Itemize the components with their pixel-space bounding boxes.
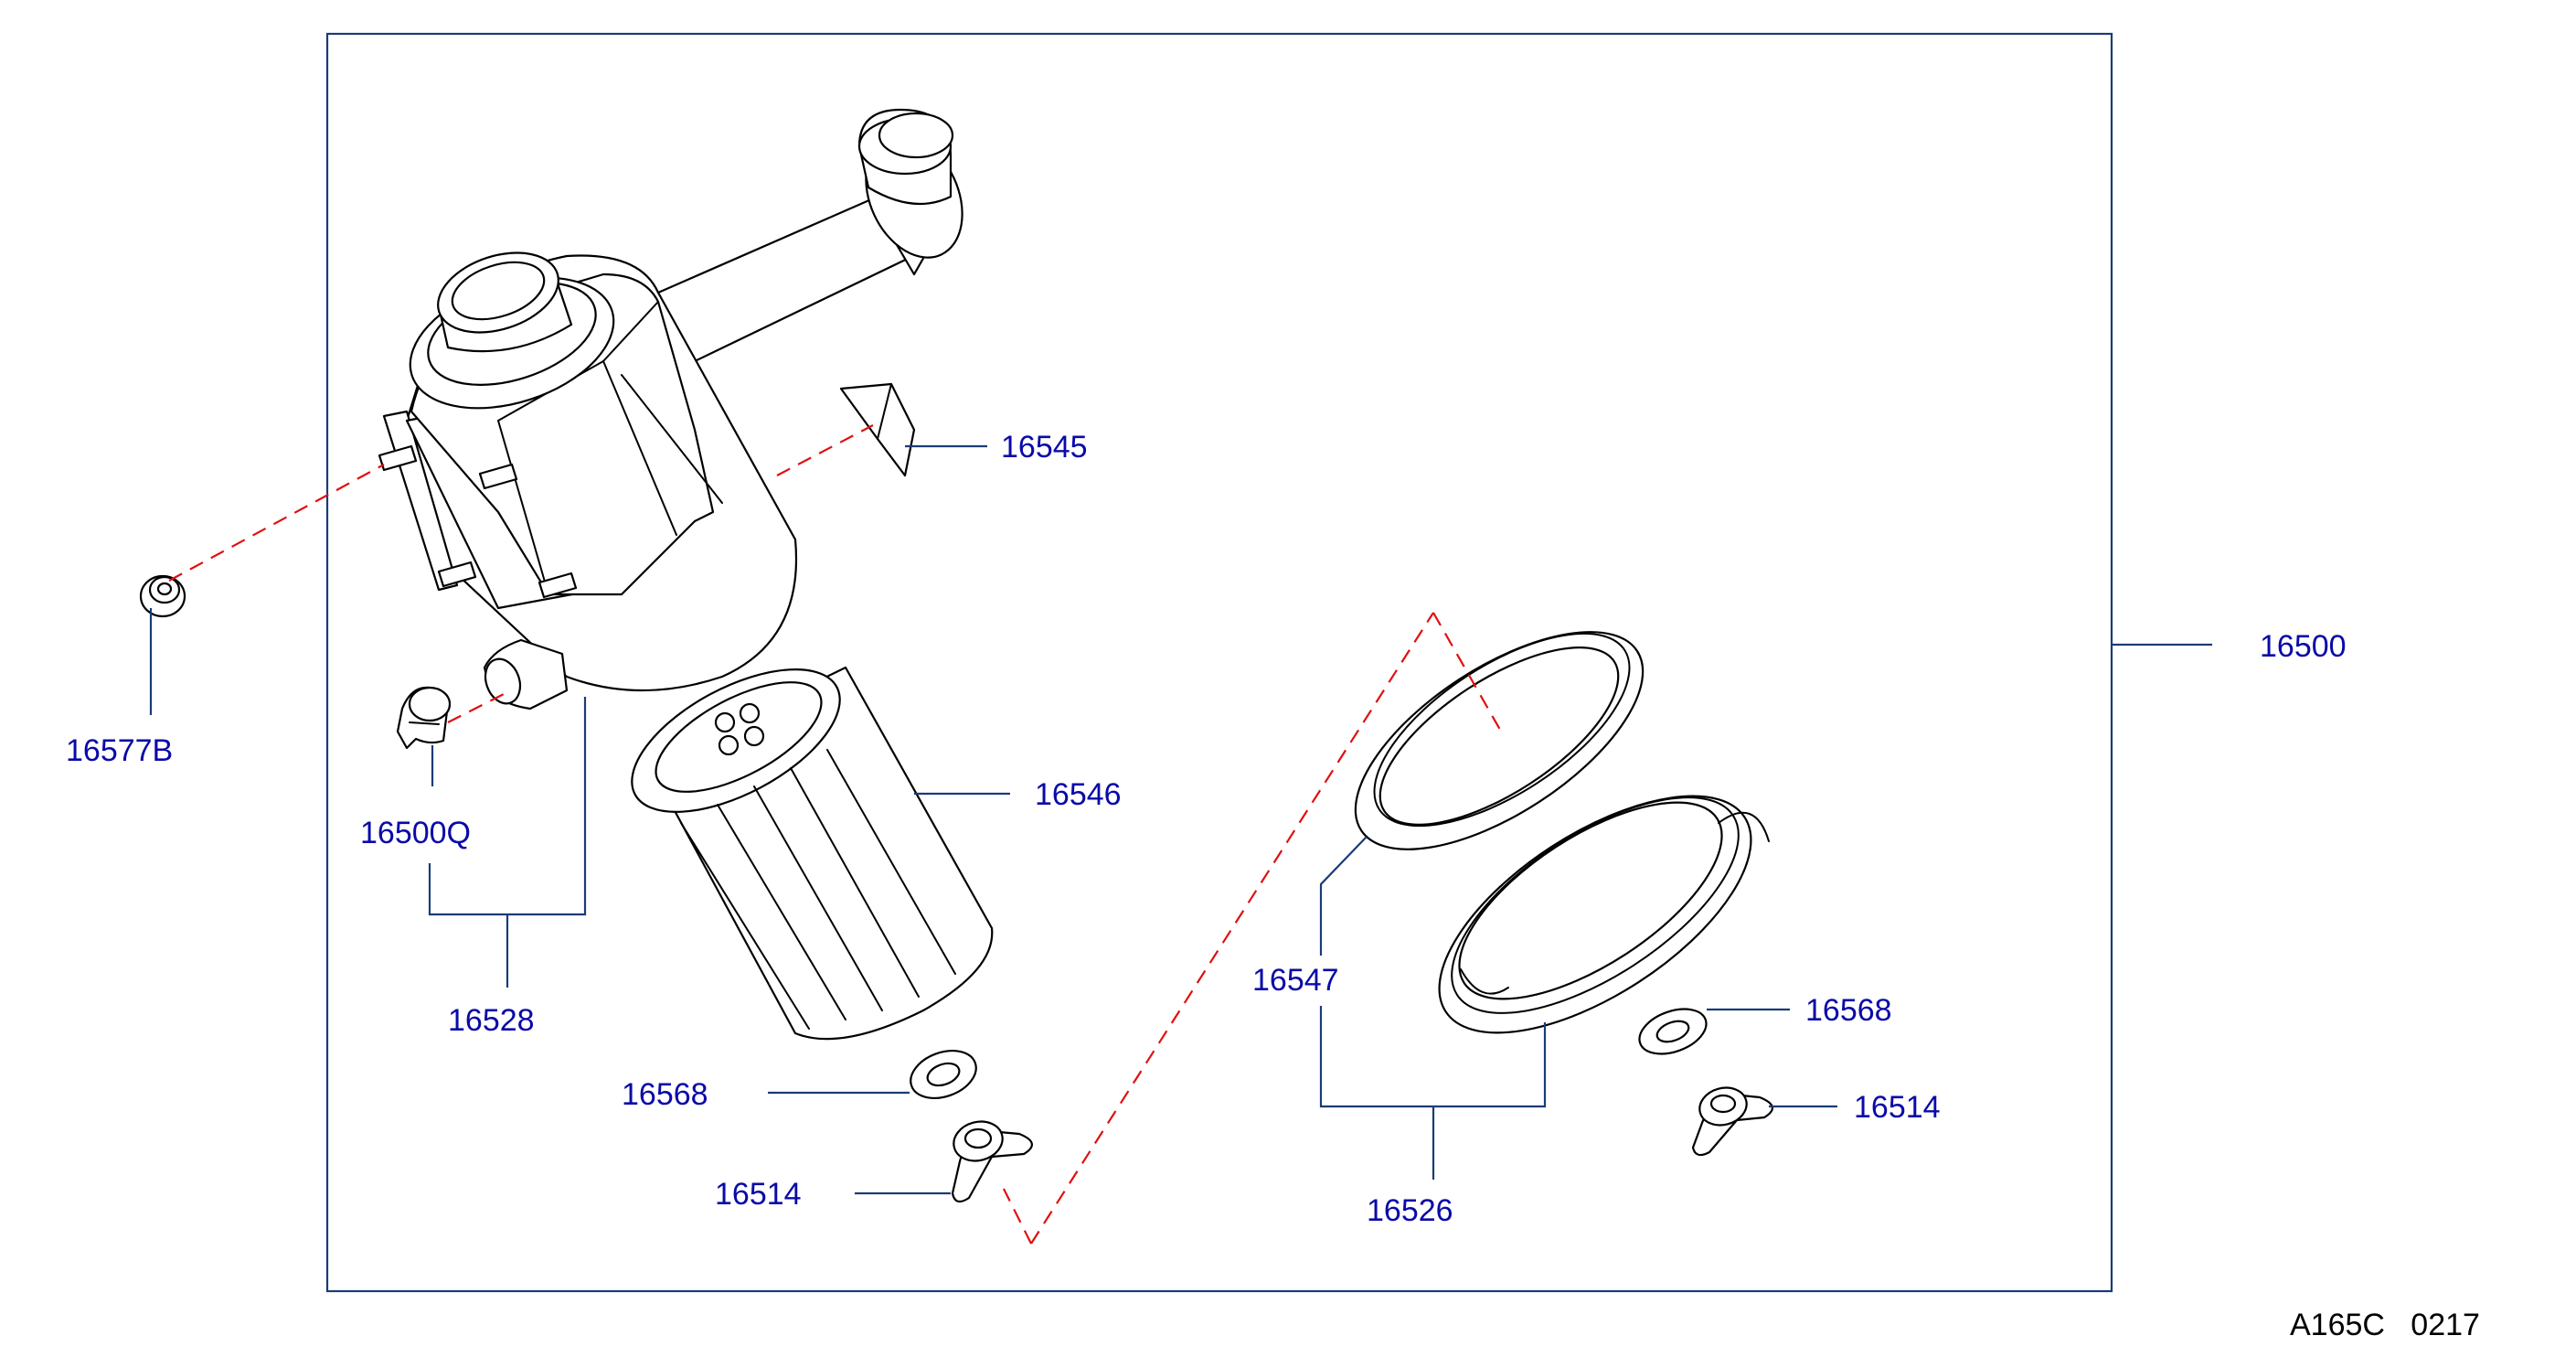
wingnut-part-16514-left (951, 1120, 1033, 1203)
label-16545: 16545 (1001, 430, 1088, 465)
gasket-part-16547 (1354, 631, 1645, 850)
figure-code: A165C 0217 (2290, 1308, 2480, 1342)
clip-part-16545 (839, 382, 916, 477)
seal-part-16526 (1438, 795, 1770, 1034)
diagram-frame (325, 32, 2113, 1293)
filter-element-16546 (631, 666, 994, 1041)
air-cleaner-housing (378, 108, 963, 711)
label-16546: 16546 (1035, 777, 1122, 812)
label-16514-right: 16514 (1854, 1090, 1941, 1125)
label-16500: 16500 (2260, 629, 2347, 664)
nut-part-16577B (139, 574, 186, 618)
phantom-lines (168, 424, 1505, 1245)
washer-part-16568-left (910, 1050, 977, 1099)
label-16577B: 16577B (66, 733, 173, 768)
label-16526: 16526 (1367, 1193, 1453, 1228)
label-16547: 16547 (1252, 963, 1339, 998)
label-16568-left: 16568 (622, 1077, 708, 1112)
label-16500Q: 16500Q (360, 816, 471, 850)
label-16568-right: 16568 (1805, 993, 1892, 1028)
washer-part-16568-right (1638, 1008, 1708, 1055)
label-16528: 16528 (448, 1003, 535, 1038)
wingnut-part-16514-right (1691, 1086, 1773, 1157)
label-16514-left: 16514 (715, 1177, 802, 1212)
valve-part-16500Q (396, 686, 452, 750)
leader-lines (149, 444, 2212, 1195)
